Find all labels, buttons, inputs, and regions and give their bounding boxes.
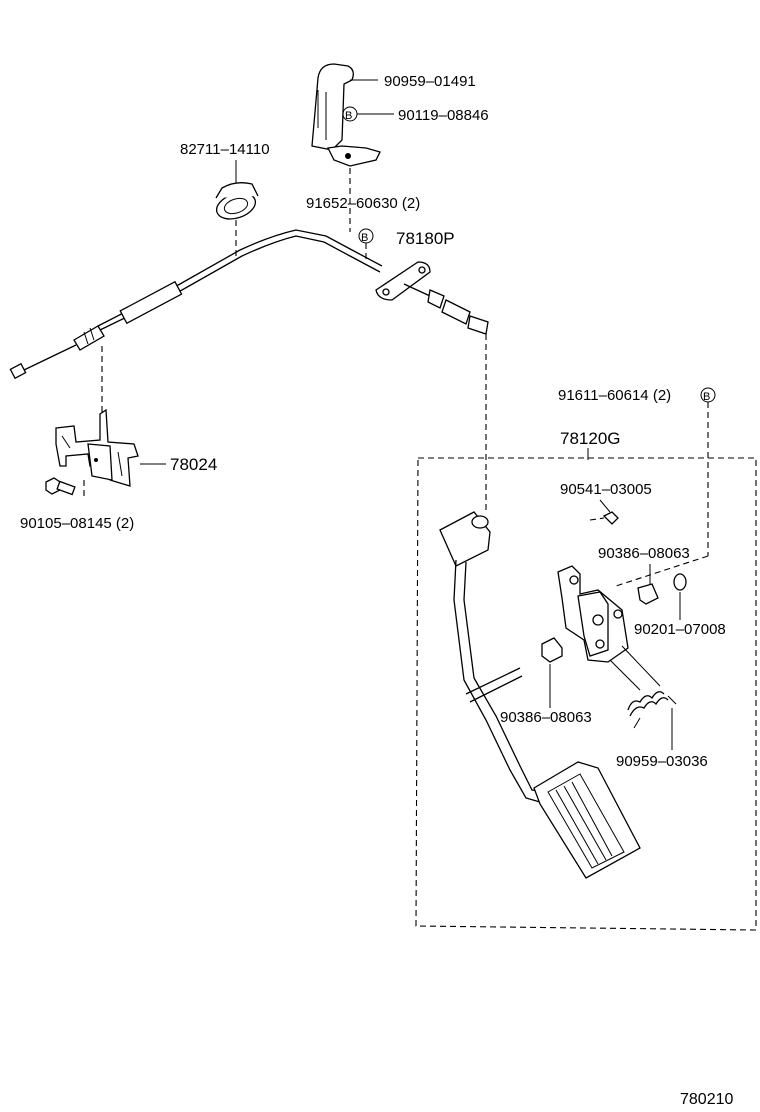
label-90959-01491: 90959–01491 (384, 73, 476, 90)
label-90119-08846: 90119–08846 (398, 107, 489, 124)
label-90105-08145: 90105–08145 (2) (20, 515, 134, 532)
label-78180P: 78180P (396, 229, 455, 248)
label-90201-07008: 90201–07008 (634, 621, 726, 638)
label-90386-08063-bottom: 90386–08063 (500, 709, 592, 726)
diagram-number: 780210 (680, 1091, 733, 1108)
label-91652-60630: 91652–60630 (2) (306, 195, 420, 212)
label-90959-03036: 90959–03036 (616, 753, 708, 770)
label-90386-08063-top: 90386–08063 (598, 545, 690, 562)
label-90541-03005: 90541–03005 (560, 481, 652, 498)
label-78120G: 78120G (560, 429, 621, 448)
label-78024: 78024 (170, 455, 217, 474)
bolt-90105-08145 (45, 477, 76, 496)
clip-90201-07008 (673, 573, 687, 591)
bushing-90386-08063-top (637, 583, 659, 605)
accelerator-pedal (439, 511, 641, 879)
ref-b-label-1: B (345, 110, 352, 122)
screw-90541-03005 (602, 511, 619, 525)
pedal-bracket (557, 565, 629, 663)
ref-b-label-3: B (703, 391, 710, 403)
accelerator-cable (9, 229, 383, 380)
label-91611-60614: 91611–60614 (2) (558, 387, 671, 404)
bushing-90386-08063-bottom (541, 637, 563, 663)
grommet-part (215, 182, 259, 220)
label-82711-14110: 82711–14110 (180, 141, 270, 158)
assembly-boundary (415, 457, 757, 931)
cable-end-plate (375, 261, 489, 335)
return-spring (609, 645, 677, 729)
ref-b-label-2: B (361, 232, 368, 244)
cable-bracket-part (55, 408, 139, 487)
upper-bracket-part (311, 63, 381, 167)
